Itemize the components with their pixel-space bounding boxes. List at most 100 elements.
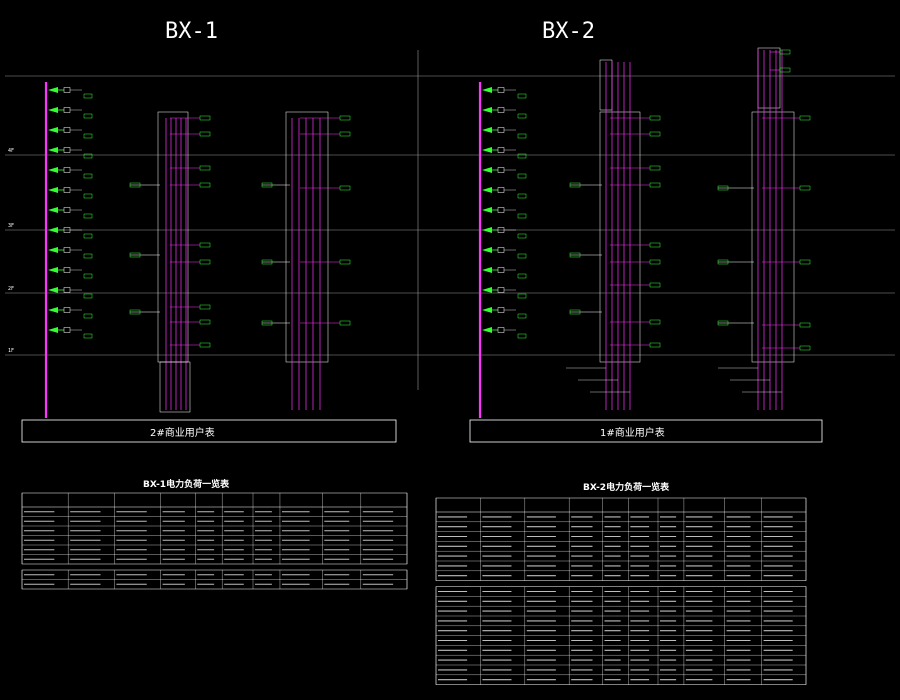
tap-box (649, 165, 661, 171)
breaker-box (63, 107, 71, 113)
bx1-load-table (21, 492, 408, 590)
meter-box (83, 313, 93, 319)
tap-box (649, 259, 661, 265)
breaker-symbol (48, 147, 71, 153)
breaker-box (497, 207, 505, 213)
breaker-box (497, 107, 505, 113)
feed-box (717, 185, 729, 191)
meter-box (517, 333, 527, 339)
feed-box (129, 252, 141, 258)
feed-box (717, 320, 729, 326)
tap-box (649, 282, 661, 288)
tap-box (649, 131, 661, 137)
breaker-symbol (48, 167, 71, 173)
bx1-caption: 2#商业用户表 (150, 426, 215, 439)
table-top-frame (435, 497, 807, 581)
bx2-caption: 1#商业用户表 (600, 426, 665, 439)
feed-box (261, 182, 273, 188)
table1-title: BX-1电力负荷一览表 (143, 478, 230, 490)
breaker-mark (482, 267, 492, 273)
breaker-mark (482, 207, 492, 213)
tap-box (339, 259, 351, 265)
tap-box (199, 165, 211, 171)
tap-box (779, 67, 791, 73)
breaker-mark (482, 147, 492, 153)
meter-cabinet (159, 361, 191, 413)
breaker-box (63, 327, 71, 333)
table2-title: BX-2电力负荷一览表 (583, 481, 670, 493)
meter-box (517, 113, 527, 119)
breaker-mark (482, 307, 492, 313)
meter-box (83, 253, 93, 259)
riser-panel (599, 111, 641, 363)
feed-box (569, 182, 581, 188)
tap-box (199, 182, 211, 188)
breaker-symbol (482, 147, 505, 153)
breaker-mark (48, 327, 58, 333)
floor-label-2f: 2F (8, 286, 14, 292)
tap-box (199, 319, 211, 325)
breaker-box (497, 327, 505, 333)
meter-box (83, 233, 93, 239)
breaker-box (63, 287, 71, 293)
breaker-mark (482, 127, 492, 133)
riser-panel (157, 111, 189, 363)
meter-box (83, 213, 93, 219)
tap-box (199, 342, 211, 348)
tap-box (649, 242, 661, 248)
breaker-mark (48, 247, 58, 253)
tap-box (199, 115, 211, 121)
meter-box (83, 173, 93, 179)
tap-box (649, 342, 661, 348)
breaker-mark (482, 87, 492, 93)
breaker-box (497, 187, 505, 193)
breaker-symbol (48, 267, 71, 273)
tap-box (649, 115, 661, 121)
breaker-symbol (482, 247, 505, 253)
breaker-mark (48, 307, 58, 313)
meter-box (83, 193, 93, 199)
meter-box (83, 93, 93, 99)
breaker-box (497, 247, 505, 253)
tap-box (199, 304, 211, 310)
breaker-symbol (48, 307, 71, 313)
breaker-mark (482, 327, 492, 333)
tap-box (199, 242, 211, 248)
breaker-symbol (482, 167, 505, 173)
breaker-mark (482, 287, 492, 293)
feed-box (261, 259, 273, 265)
breaker-mark (48, 147, 58, 153)
breaker-symbol (48, 247, 71, 253)
meter-box (83, 113, 93, 119)
breaker-box (497, 267, 505, 273)
breaker-mark (482, 167, 492, 173)
floor-label-4f: 4F (8, 148, 14, 154)
meter-box (517, 213, 527, 219)
breaker-mark (482, 187, 492, 193)
meter-box (517, 153, 527, 159)
feed-box (129, 182, 141, 188)
breaker-mark (482, 227, 492, 233)
bx1-riser-diagram (44, 82, 351, 418)
breaker-symbol (482, 307, 505, 313)
meter-box (517, 93, 527, 99)
breaker-mark (48, 127, 58, 133)
breaker-box (63, 147, 71, 153)
breaker-mark (48, 87, 58, 93)
breaker-mark (48, 227, 58, 233)
breaker-mark (48, 267, 58, 273)
riser-panel (757, 47, 781, 109)
breaker-mark (48, 287, 58, 293)
breaker-symbol (482, 267, 505, 273)
feed-box (717, 259, 729, 265)
tap-box (779, 49, 791, 55)
bx2-title: BX-2 (542, 19, 595, 44)
bx2-riser-diagram (478, 47, 811, 418)
breaker-mark (48, 167, 58, 173)
breaker-symbol (482, 107, 505, 113)
tap-box (799, 322, 811, 328)
breaker-box (63, 127, 71, 133)
breaker-mark (48, 207, 58, 213)
breaker-symbol (48, 127, 71, 133)
floor-label-1f: 1F (8, 348, 14, 354)
